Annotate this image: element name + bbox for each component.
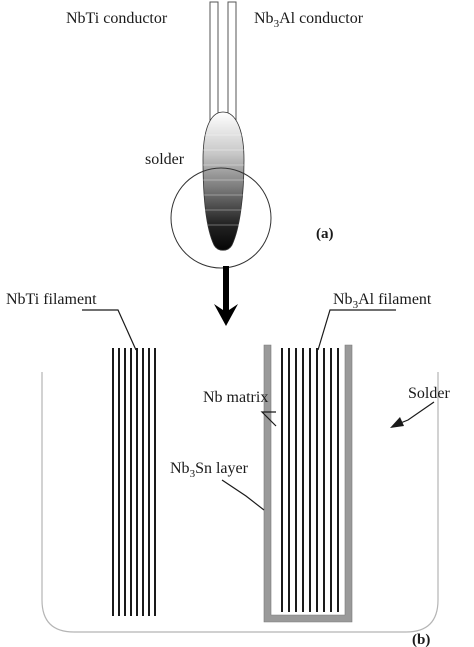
magnify-circle [170,167,272,269]
panel-a-label: (a) [316,226,334,242]
nb3al-conductor [227,1,237,123]
nb3sn-layer-leader [221,479,265,511]
nbti-filaments [112,348,156,616]
nb3sn-layer [263,344,353,623]
nb3sn-layer-label: Nb3Sn layer [170,460,249,480]
nbti-conductor [209,1,219,123]
nbti-filament-leader [82,309,137,351]
solder-bands [203,134,244,226]
nb-matrix-label: Nb matrix [203,389,268,406]
solder-blob [202,111,245,251]
nb3al-conductor-label: Nb3Al conductor [254,10,364,30]
solder-container [41,372,439,633]
solder-arrowhead-icon [390,417,404,428]
nbti-filament-label: NbTi filament [6,291,97,308]
solder-leader [397,401,435,425]
leader-lines [82,309,435,511]
solder-label-b: Solder [408,385,450,402]
panel-b: NbTi filament Nb3Al filament Nb matrix N… [6,291,450,647]
panel-a: NbTi conductor Nb3Al conductor solder (a… [66,1,364,326]
nbti-conductor-label: NbTi conductor [66,10,168,27]
nb3al-filament-label: Nb3Al filament [333,291,432,311]
solder-label-a: solder [145,151,185,168]
panel-b-label: (b) [412,632,430,647]
nb3al-filament-leader [317,309,396,351]
down-arrow-icon [214,266,238,326]
nb3al-filaments [281,348,339,612]
nb-matrix-leader [260,411,277,427]
